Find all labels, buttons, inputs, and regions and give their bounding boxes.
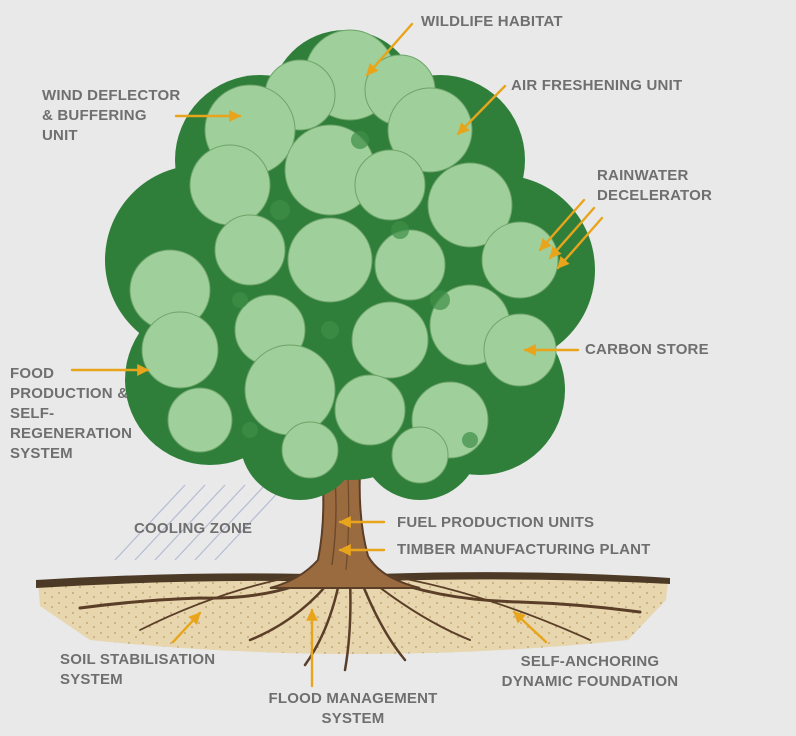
label-line: WILDLIFE HABITAT [421, 13, 563, 30]
label-carbon-store: CARBON STORE [585, 340, 709, 360]
label-line: COOLING ZONE [134, 520, 253, 537]
arrow-rain-1 [538, 198, 586, 252]
soil-ground [36, 572, 670, 654]
label-timber-manufacturing: TIMBER MANUFACTURING PLANT [397, 540, 651, 560]
label-food-production: FOOD PRODUCTION & SELF- REGENERATION SYS… [10, 364, 132, 464]
label-line: & BUFFERING [42, 107, 147, 124]
label-line: DYNAMIC FOUNDATION [501, 673, 679, 690]
arrow-rain-3 [556, 216, 604, 270]
label-line: FLOOD MANAGEMENT [268, 690, 438, 707]
arrow-wildlife [365, 22, 414, 77]
label-cooling-zone: COOLING ZONE [134, 519, 252, 539]
label-line: DECELERATOR [597, 187, 712, 204]
arrow-rain-2 [548, 206, 596, 260]
label-line: WIND DEFLECTOR [42, 87, 181, 104]
label-line: UNIT [42, 127, 78, 144]
label-line: FUEL PRODUCTION UNITS [397, 514, 595, 531]
label-line: SYSTEM [10, 445, 73, 462]
label-soil-stabilisation: SOIL STABILISATION SYSTEM [60, 650, 215, 690]
label-rainwater-decelerator: RAINWATER DECELERATOR [597, 166, 712, 206]
arrow-air [456, 84, 507, 136]
label-flood-management: FLOOD MANAGEMENT SYSTEM [248, 689, 458, 729]
label-line: REGENERATION [10, 425, 133, 442]
label-line: AIR FRESHENING UNIT [511, 77, 683, 94]
label-line: SOIL STABILISATION [60, 651, 216, 668]
arrow-anchor [512, 610, 548, 644]
label-line: SELF- [10, 405, 55, 422]
label-wind-deflector: WIND DEFLECTOR & BUFFERING UNIT [42, 86, 180, 146]
label-air-freshening: AIR FRESHENING UNIT [511, 76, 682, 96]
trunk [269, 469, 421, 589]
label-line: PRODUCTION & [10, 385, 129, 402]
label-line: CARBON STORE [585, 341, 709, 358]
label-line: SELF-ANCHORING [520, 653, 660, 670]
label-self-anchoring: SELF-ANCHORING DYNAMIC FOUNDATION [490, 652, 690, 692]
label-fuel-production: FUEL PRODUCTION UNITS [397, 513, 594, 533]
label-line: RAINWATER [597, 167, 689, 184]
label-line: TIMBER MANUFACTURING PLANT [397, 541, 651, 558]
label-line: SYSTEM [60, 671, 123, 688]
arrow-soil [171, 611, 202, 644]
label-line: FOOD [10, 365, 55, 382]
pointer-arrows [70, 22, 604, 688]
tree-canopy [105, 29, 595, 500]
cooling-zone-hatch [114, 484, 286, 561]
label-wildlife-habitat: WILDLIFE HABITAT [421, 12, 563, 32]
label-line: SYSTEM [321, 710, 385, 727]
